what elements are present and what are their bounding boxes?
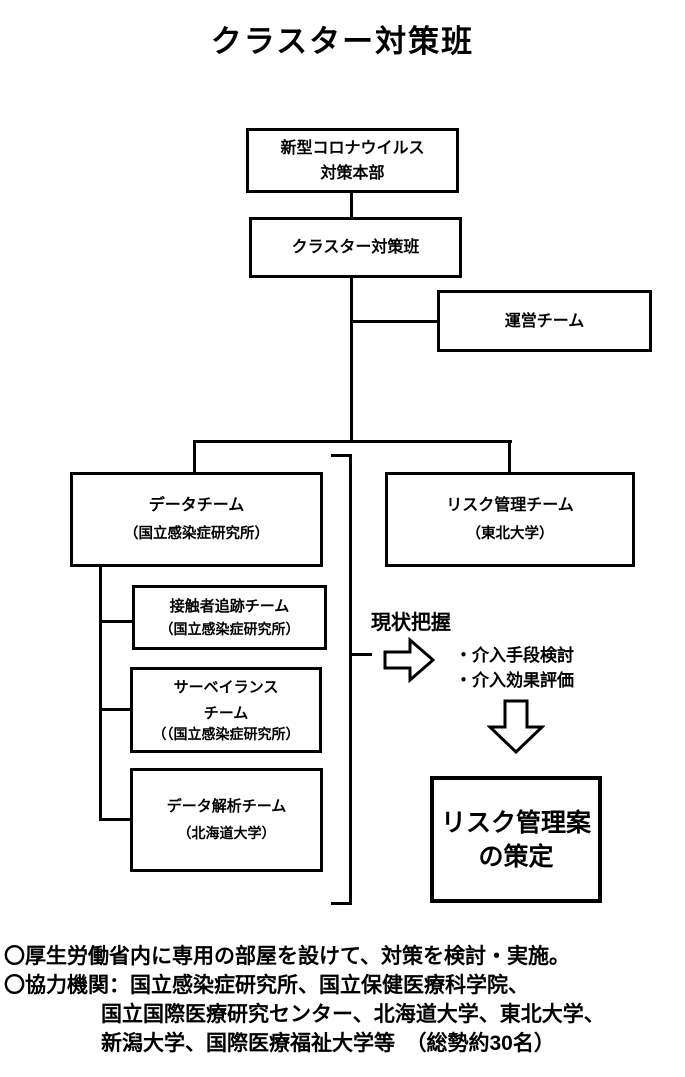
bullet-intervention-effect: ・介入効果評価 — [455, 671, 574, 690]
box-surveillance-team: サーベイランス チーム （（国立感染症研究所） — [130, 667, 322, 753]
connector-tick-contact-tracing — [99, 620, 132, 623]
box-risk-team-label: リスク管理チーム — [446, 496, 574, 514]
bracket-mid-tick — [351, 653, 372, 656]
box-risk-plan-outcome: リスク管理案 の策定 — [430, 776, 602, 903]
box-data-team: データチーム （国立感染症研究所） — [70, 472, 323, 567]
connector-subteam-spine — [99, 565, 102, 821]
page-title: クラスター対策班 — [210, 24, 475, 59]
connector-tick-data-analysis — [99, 818, 132, 821]
box-data-analysis-affiliation: （北海道大学） — [177, 825, 276, 841]
box-contact-tracing-team: 接触者追跡チーム （国立感染症研究所） — [132, 585, 327, 650]
intervention-bullets: ・介入手段検討 ・介入効果評価 — [455, 643, 574, 693]
connector-distributor — [193, 440, 512, 443]
box-surveillance-line2: チーム — [203, 704, 249, 722]
box-data-team-affiliation: （国立感染症研究所） — [124, 525, 269, 542]
box-risk-management-team: リスク管理チーム （東北大学） — [385, 472, 635, 567]
box-surveillance-line1: サーベイランス — [173, 678, 279, 696]
box-headquarters-line1: 新型コロナウイルス — [280, 139, 425, 157]
box-data-analysis-label: データ解析チーム — [166, 798, 287, 815]
box-surveillance-affiliation: （（国立感染症研究所） — [152, 725, 300, 742]
current-status-label: 現状把握 — [371, 612, 451, 634]
bracket-top-tick — [331, 454, 352, 457]
note-line3: 国立国際医療研究センター、北海道大学、東北大学、 — [101, 1003, 605, 1026]
bracket-bottom-tick — [331, 902, 352, 905]
connector-main-trunk — [350, 278, 353, 443]
box-contact-tracing-label: 接触者追跡チーム — [169, 597, 290, 615]
box-headquarters-line2: 対策本部 — [320, 164, 385, 182]
box-contact-tracing-affiliation: （国立感染症研究所） — [159, 620, 300, 637]
right-arrow-icon — [383, 637, 435, 683]
connector-drop-risk-team — [508, 440, 511, 473]
box-headquarters: 新型コロナウイルス 対策本部 — [246, 128, 459, 193]
connector-operations-tick — [352, 320, 437, 323]
note-line1: 〇厚生労働省内に専用の部屋を設けて、対策を検討・実施。 — [4, 945, 570, 968]
box-operations-team-label: 運営チーム — [504, 312, 585, 330]
bullet-intervention-methods: ・介入手段検討 — [455, 646, 574, 665]
box-data-analysis-team: データ解析チーム （北海道大学） — [130, 768, 323, 872]
outcome-line2: の策定 — [478, 842, 554, 871]
box-cluster-team: クラスター対策班 — [249, 217, 462, 278]
down-arrow-icon — [487, 699, 545, 754]
box-cluster-team-label: クラスター対策班 — [291, 239, 420, 256]
connector-hq-cluster — [350, 193, 353, 217]
box-data-team-label: データチーム — [148, 496, 245, 514]
outcome-line1: リスク管理案 — [440, 808, 591, 837]
note-line4: 新潟大学、国際医療福祉大学等 （総勢約30名） — [101, 1032, 555, 1055]
box-risk-team-affiliation: （東北大学） — [466, 525, 554, 542]
box-operations-team: 運営チーム — [437, 290, 652, 352]
footer-notes: 〇厚生労働省内に専用の部屋を設けて、対策を検討・実施。 〇協力機関：国立感染症研… — [4, 942, 605, 1058]
bracket-vertical — [349, 454, 352, 905]
connector-drop-data-team — [193, 440, 196, 473]
connector-tick-surveillance — [99, 708, 130, 711]
note-line2: 〇協力機関：国立感染症研究所、国立保健医療科学院、 — [4, 974, 529, 997]
